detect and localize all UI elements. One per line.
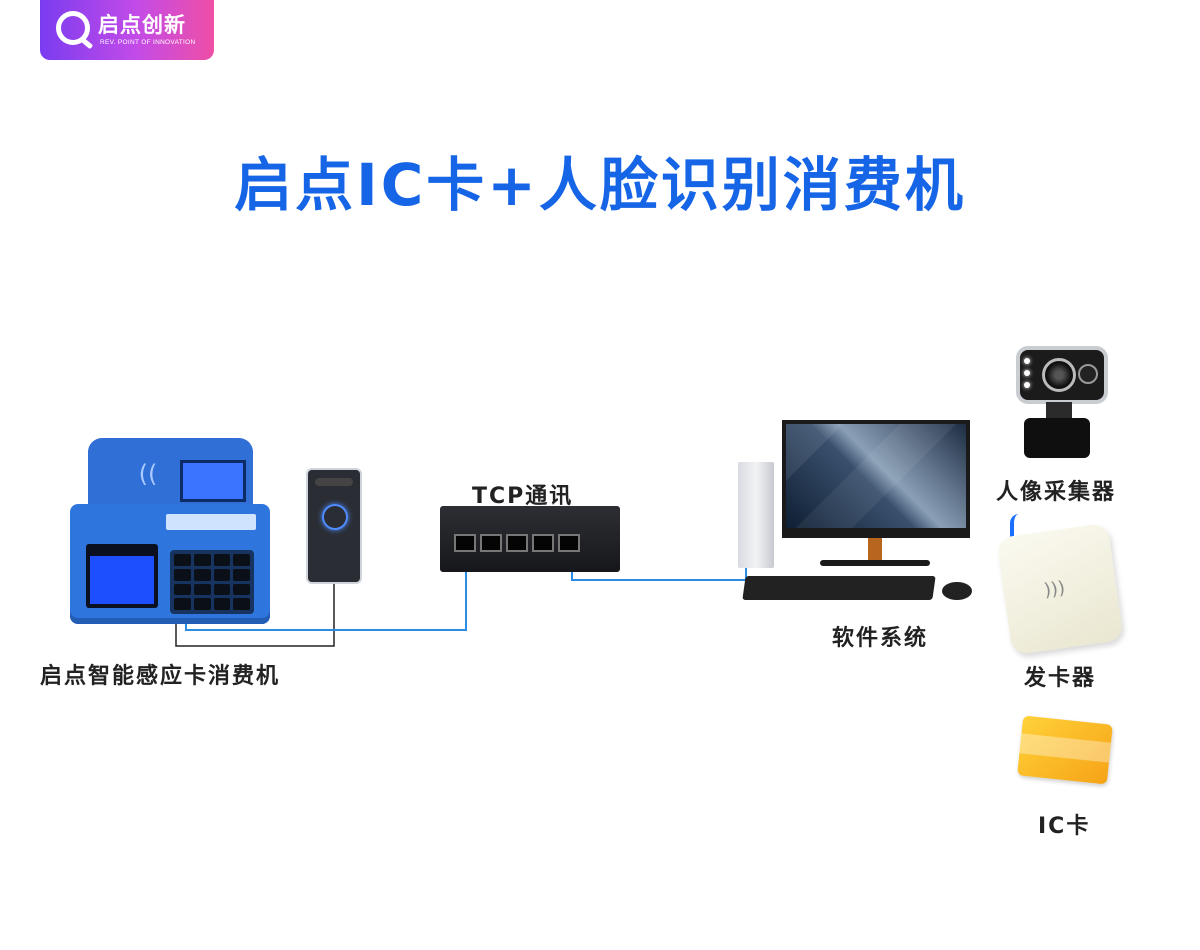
monitor-image — [782, 420, 970, 538]
issuer-label: 发卡器 — [1024, 666, 1097, 691]
face-reader-image — [306, 468, 362, 584]
software-label: 软件系统 — [832, 626, 929, 651]
nfc-icon: ))) — [1042, 577, 1067, 602]
monitor-foot — [820, 560, 930, 566]
ic-card-image — [1017, 715, 1113, 785]
camera-label: 人像采集器 — [996, 480, 1117, 505]
card-issuer-image: ))) — [996, 522, 1124, 656]
logo-registered-mark: ® — [234, 5, 244, 16]
logo-q-icon — [56, 11, 90, 45]
network-label: TCP通讯 — [472, 484, 574, 509]
logo-subtitle: REV. POINT OF INNOVATION — [100, 39, 196, 46]
machine-nameplate — [166, 514, 256, 530]
machine-label: 启点智能感应卡消费机 — [40, 664, 281, 689]
monitor-stand — [868, 538, 882, 562]
camera-lens-icon — [1042, 358, 1076, 392]
machine-top-display — [180, 460, 246, 502]
network-switch-image — [440, 506, 620, 572]
switch-port — [558, 534, 580, 552]
machine-to-reader-line — [175, 584, 335, 647]
logo-name: 启点创新 — [98, 13, 186, 37]
page-title: 启点IC卡+人脸识别消费机 — [234, 151, 966, 219]
nfc-icon: (( — [138, 460, 158, 488]
pc-tower-image — [738, 462, 774, 568]
machine-keypad — [170, 550, 254, 614]
keyboard-image — [742, 576, 936, 600]
camera-image — [1012, 346, 1108, 464]
consumption-machine-image: (( — [70, 438, 270, 624]
brand-logo: 启点创新 ® REV. POINT OF INNOVATION — [40, 0, 244, 60]
switch-port — [480, 534, 502, 552]
switch-port — [532, 534, 554, 552]
switch-port — [454, 534, 476, 552]
ic-card-label: IC卡 — [1038, 814, 1091, 839]
face-scan-icon — [322, 504, 348, 530]
mouse-image — [942, 582, 972, 600]
machine-screen — [86, 544, 158, 608]
usb-cable — [1010, 514, 1028, 554]
switch-port — [506, 534, 528, 552]
